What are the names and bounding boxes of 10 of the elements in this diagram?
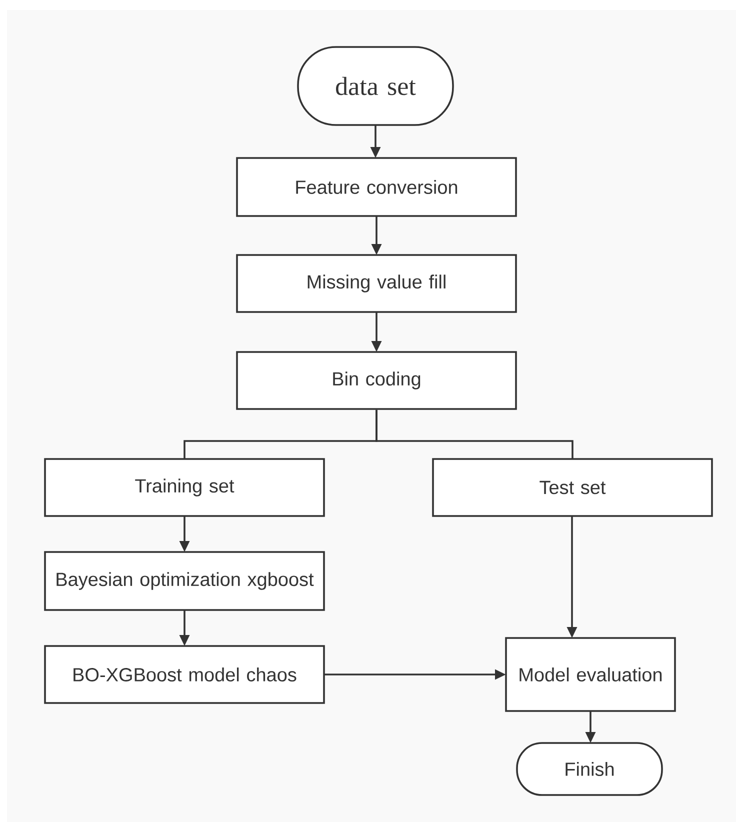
process-box: Bin coding [236, 351, 517, 410]
terminal-box: data set [297, 46, 454, 126]
process-box: Training set [44, 458, 325, 517]
process-box: Bayesian optimization xgboost [44, 551, 325, 611]
process-box: BO-XGBoost model chaos [44, 645, 325, 704]
process-box: Test set [432, 458, 713, 517]
terminal-box: Finish [516, 742, 663, 796]
process-box: Missing value fill [236, 254, 517, 313]
process-box: Feature conversion [236, 157, 517, 217]
process-box: Model evaluation [505, 637, 676, 712]
